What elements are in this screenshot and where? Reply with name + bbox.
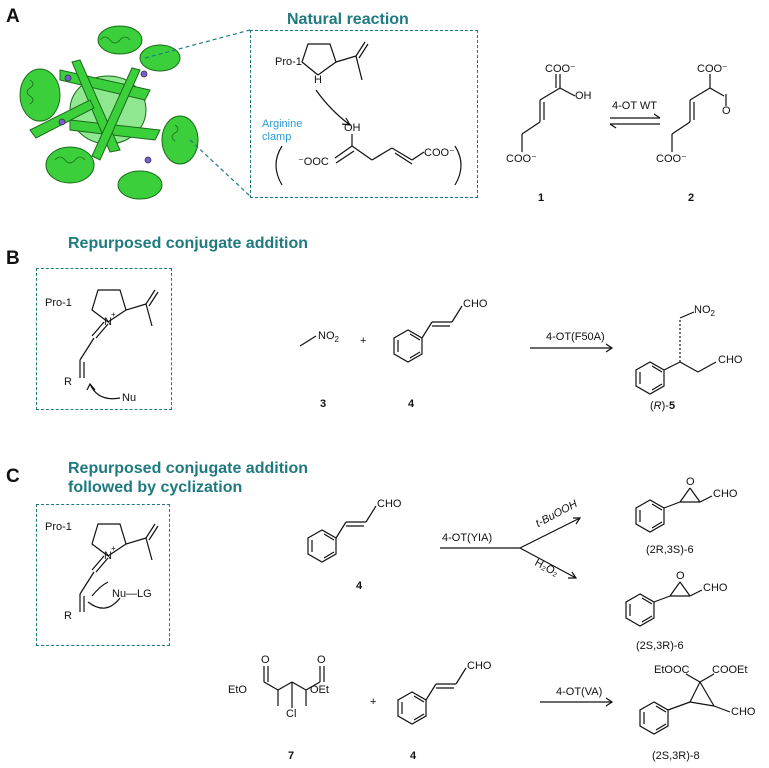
enzyme-4ot-yia: 4-OT(YIA) bbox=[442, 532, 493, 544]
p-oxo: O bbox=[722, 105, 731, 117]
compound-4-number-b: 4 bbox=[408, 398, 415, 410]
plus-b: + bbox=[360, 335, 367, 347]
p-coo-bottom: COO⁻ bbox=[656, 153, 687, 165]
malonate-o-right: O bbox=[317, 654, 326, 666]
panel-c-title-2: followed by cyclization bbox=[68, 479, 243, 496]
malonate-cl: Cl bbox=[286, 708, 297, 720]
panel-c-letter: C bbox=[6, 466, 20, 487]
compound-1-number: 1 bbox=[538, 192, 545, 204]
proline-n-a: H bbox=[314, 74, 322, 86]
compound-2-number: 2 bbox=[688, 192, 695, 204]
iminium-n-b: N bbox=[104, 316, 112, 328]
compound-4-number-c: 4 bbox=[356, 580, 363, 592]
pro1-label-a: Pro-1 bbox=[275, 56, 302, 68]
cho-c2: CHO bbox=[467, 660, 492, 672]
compound-3-number: 3 bbox=[320, 398, 327, 410]
iminium-plus-b: + bbox=[111, 310, 116, 319]
compound-8-label: (2S,3R)-8 bbox=[652, 750, 700, 762]
cp-cooet: COOEt bbox=[712, 664, 748, 676]
panel-a-title: Natural reaction bbox=[287, 11, 409, 28]
panel-b-letter: B bbox=[6, 248, 20, 269]
clamp-oh: OH bbox=[344, 122, 361, 134]
r-group-b: R bbox=[64, 376, 72, 388]
arginine-label: Arginine bbox=[262, 118, 303, 130]
nucleophile-b: Nu bbox=[122, 392, 137, 404]
sm-coo-bottom: COO⁻ bbox=[506, 153, 537, 165]
panel-c-title-1: Repurposed conjugate addition bbox=[68, 460, 309, 477]
compound-5-label: (R)-5 bbox=[650, 400, 676, 412]
clamp-label: clamp bbox=[262, 131, 292, 143]
cho-b: CHO bbox=[463, 298, 488, 310]
r-group-c: R bbox=[64, 610, 72, 622]
cp-cho: CHO bbox=[731, 706, 756, 718]
sm-oh: OH bbox=[575, 90, 592, 102]
compound-7-number: 7 bbox=[288, 750, 295, 762]
epoxide2-label: (2S,3R)-6 bbox=[636, 640, 684, 652]
clamp-coo: COO⁻ bbox=[424, 147, 455, 159]
epoxide2-o: O bbox=[676, 570, 685, 582]
malonate-oet: OEt bbox=[310, 684, 329, 696]
iminium-n-c: N bbox=[104, 550, 112, 562]
nu-lg-label: Nu—LG bbox=[112, 588, 152, 600]
enzyme-4ot-va: 4-OT(VA) bbox=[556, 686, 603, 698]
sm-coo-top: COO⁻ bbox=[545, 63, 576, 75]
pro1-label-b: Pro-1 bbox=[45, 297, 72, 309]
cp-etooc: EtOOC bbox=[654, 664, 690, 676]
p-coo-top: COO⁻ bbox=[697, 63, 728, 75]
epoxide2-cho: CHO bbox=[703, 582, 728, 594]
enzyme-4ot-wt: 4-OT WT bbox=[612, 100, 658, 112]
natural-reaction-box bbox=[250, 30, 478, 198]
panel-a-letter: A bbox=[6, 6, 20, 27]
compound-4-number-c2: 4 bbox=[410, 750, 417, 762]
epoxide1-label: (2R,3S)-6 bbox=[646, 544, 694, 556]
nitro-group: NO2 bbox=[318, 330, 339, 345]
malonate-eto: EtO bbox=[228, 684, 247, 696]
iminium-box-b bbox=[36, 268, 172, 410]
epoxide1-cho: CHO bbox=[713, 488, 738, 500]
malonate-o-left: O bbox=[261, 654, 270, 666]
product-nitro: NO2 bbox=[694, 304, 715, 319]
iminium-plus-c: + bbox=[111, 544, 116, 553]
epoxide1-o: O bbox=[686, 476, 695, 488]
panel-b-title: Repurposed conjugate addition bbox=[68, 235, 309, 252]
product-cho-b: CHO bbox=[718, 354, 743, 366]
plus-c: + bbox=[370, 696, 377, 708]
cho-c: CHO bbox=[377, 498, 402, 510]
iminium-box-c bbox=[36, 504, 170, 646]
clamp-ooc: ⁻OOC bbox=[298, 156, 329, 168]
pro1-label-c: Pro-1 bbox=[45, 521, 72, 533]
enzyme-4ot-f50a: 4-OT(F50A) bbox=[546, 331, 605, 343]
